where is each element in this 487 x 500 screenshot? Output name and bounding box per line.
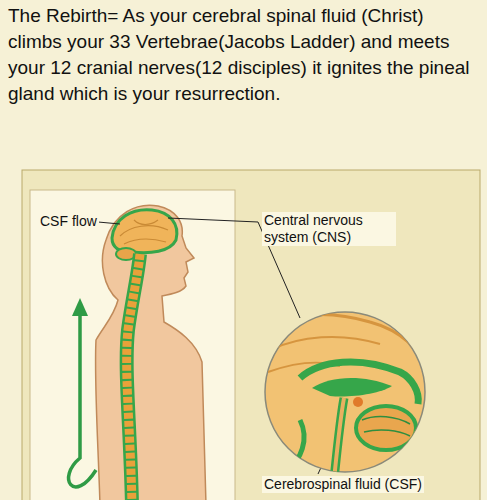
spinal-canal — [127, 254, 140, 500]
flow-label: CSF flow — [38, 213, 99, 230]
leader-line — [168, 218, 258, 222]
fluid-label: Cerebrospinal fluid (CSF) — [262, 476, 424, 493]
system-label: Central nervous system (CNS) — [262, 212, 396, 246]
brain-section — [262, 314, 430, 480]
panel — [22, 170, 480, 500]
leader-line — [98, 222, 120, 224]
flow-arrowhead — [72, 298, 88, 316]
figure-frame — [30, 190, 235, 500]
body-outline — [95, 205, 206, 500]
brain — [112, 210, 177, 253]
brain-folds — [120, 220, 168, 244]
title-text: The Rebirth= As your cerebral spinal flu… — [8, 3, 482, 107]
vertebrae — [127, 254, 140, 500]
flow-arrow — [69, 312, 96, 487]
